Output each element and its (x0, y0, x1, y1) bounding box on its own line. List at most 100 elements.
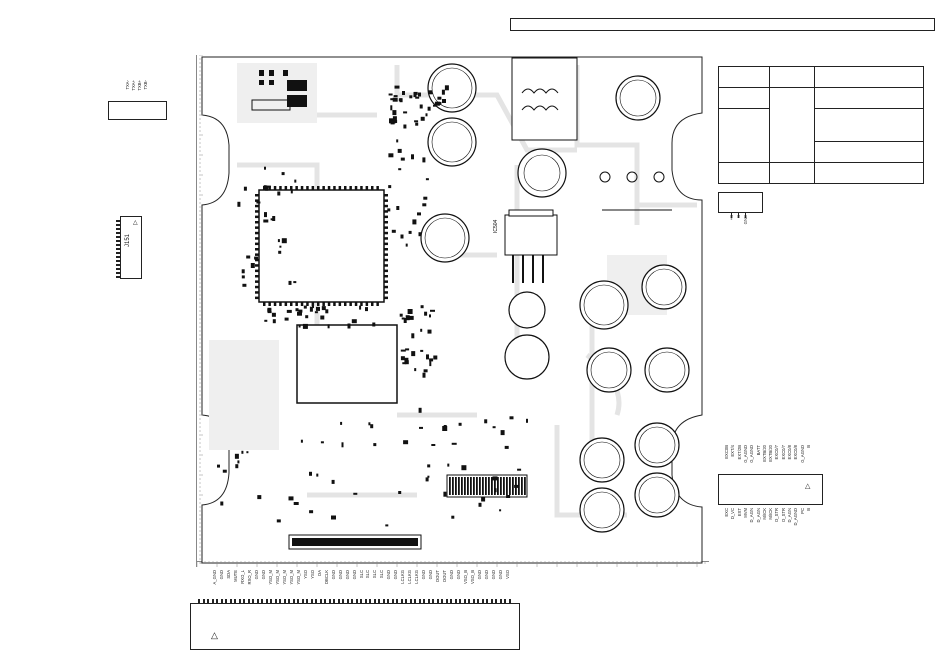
bottom-connector-pin (324, 599, 326, 604)
bottom-connector-pin-label: MUTE (232, 570, 238, 582)
right-connector-top-pin-label: BATT (755, 445, 761, 456)
bottom-connector-pin (486, 599, 488, 604)
right-connector-bottom-pin-label: D_AGN (755, 508, 761, 523)
bottom-connector-pin-label: SLC (358, 570, 364, 579)
three-pin-lead (745, 212, 746, 218)
bottom-connector-pin-label: LCLKG (400, 570, 406, 584)
board-outline (201, 56, 703, 564)
right-connector-bottom-pin-label: EXT (736, 508, 742, 517)
bottom-connector-pin-label: RXO_R (246, 570, 252, 585)
j151-pin (116, 272, 120, 274)
small-connector-pin-label: TXA+ (131, 80, 136, 91)
bottom-connector-pin-label: GND (218, 570, 224, 580)
right-connector-bottom-pin-label: D_AGN (787, 508, 792, 523)
right-connector-top-pin-label: EXC0B (724, 445, 729, 459)
j151-pin (116, 236, 120, 238)
bottom-connector-pin (409, 599, 412, 604)
bottom-connector-pin-label: DOUT (442, 570, 448, 582)
bottom-connector-pin (477, 599, 479, 604)
bottom-connector-pin (405, 599, 407, 604)
j151-label: J151 (125, 233, 131, 247)
bottom-connector-pin-label: GND (477, 570, 483, 580)
right-connector-top-pin-label: EXT/4 (730, 445, 736, 457)
bottom-connector-pin (400, 599, 403, 604)
bottom-connector-pin-label: YSO (309, 570, 315, 579)
bottom-connector: △ (190, 603, 520, 650)
three-pin-lead (731, 212, 732, 218)
right-connector-top-pin-label: G_AGND (799, 445, 805, 463)
bottom-connector-pin (238, 599, 241, 604)
bottom-connector-pin (445, 599, 448, 604)
bottom-connector-pin-label: GND (253, 570, 259, 580)
bottom-connector-pin (508, 599, 511, 604)
bottom-connector-pin (337, 599, 340, 604)
j151-pin (116, 264, 120, 266)
legend-table (718, 66, 924, 184)
bottom-connector-pin (198, 599, 200, 604)
bottom-connector-pin (216, 599, 218, 604)
bottom-connector-pin-label: YSO_M (281, 570, 287, 585)
bottom-connector-pin (369, 599, 371, 604)
bottom-connector-pin (387, 599, 389, 604)
right-connector-top-pin-label: G_AGND (749, 445, 755, 463)
j151-pin (116, 252, 120, 254)
bottom-connector-pin (472, 599, 475, 604)
bottom-connector-pin (414, 599, 416, 604)
bottom-connector-pin-label: GND (491, 570, 497, 580)
bottom-connector-pin (261, 599, 263, 604)
bottom-connector-pin-label: SLC (379, 570, 385, 579)
j151-pin (116, 268, 120, 270)
three-pin-lead (738, 212, 739, 218)
small-connector-pin-label: TXB- (143, 80, 148, 90)
bottom-connector-pin (220, 599, 223, 604)
bottom-connector-pin-label: VSO (505, 570, 511, 579)
secondary-chip (296, 324, 398, 404)
bottom-connector-pin (436, 599, 439, 604)
bottom-connector-pin-label: LCLKG (407, 570, 413, 584)
bottom-connector-pin-label: SLC (372, 570, 378, 579)
bottom-connector-pin (418, 599, 421, 604)
bottom-connector-pin-label: GND (484, 570, 490, 580)
bottom-connector-pin (378, 599, 380, 604)
bottom-connector-pin-label: GND (421, 570, 427, 580)
bottom-connector-pin (454, 599, 457, 604)
bottom-connector-pin-label: SDA (225, 570, 231, 579)
bottom-connector-pin (283, 599, 286, 604)
warning-triangle-icon-right: △ (805, 483, 811, 490)
bottom-connector-pin (450, 599, 452, 604)
bottom-connector-pin (247, 599, 250, 604)
bottom-connector-pin (423, 599, 425, 604)
bottom-connector-pin (225, 599, 227, 604)
right-connector-bottom-pin-label: D_STR (774, 508, 780, 522)
bottom-connector-pin (396, 599, 398, 604)
bottom-connector-pin (270, 599, 272, 604)
bottom-connector-pin-label: GND (456, 570, 462, 580)
main-processor-chip (258, 189, 385, 303)
right-connector-top-pin-label: EXC0/7 (774, 445, 780, 460)
bottom-connector-pin-label: GND (330, 570, 336, 580)
right-connector-bottom-pin-label: MVM (742, 508, 748, 518)
j151-pin (116, 228, 120, 230)
bottom-connector-pin (463, 599, 466, 604)
bottom-connector-pin-label: GND (337, 570, 343, 580)
j151-pin (116, 240, 120, 242)
right-connector-top-pin-label: G_AGND (742, 445, 748, 463)
bottom-connector-pin-label: GND (260, 570, 266, 580)
small-connector (108, 101, 167, 120)
right-connector-top-pin-label: EXT/2B (736, 445, 742, 460)
bottom-connector-pin-label: LCLKG (414, 570, 420, 584)
bottom-connector-pin (499, 599, 502, 604)
j151-pin (116, 232, 120, 234)
right-connector-bottom-pin-label: D_STR (780, 508, 786, 522)
bottom-connector-pin-label: GND (498, 570, 504, 580)
right-connector-bottom-pin-label: PC (799, 508, 805, 514)
bottom-connector-pin (310, 599, 313, 604)
bottom-connector-pin-label: YSO_M (267, 570, 273, 585)
bottom-connector-pin-label: GND (344, 570, 350, 580)
bottom-connector-pin-label: GND (428, 570, 434, 580)
left-ruler (191, 55, 197, 567)
bottom-connector-pin (306, 599, 308, 604)
right-connector-bottom-pin-label: D_AGN (749, 508, 755, 523)
right-connector-bottom-pin-label: EXC (724, 508, 729, 517)
bottom-connector-pin-label: DBCLK (323, 570, 329, 584)
